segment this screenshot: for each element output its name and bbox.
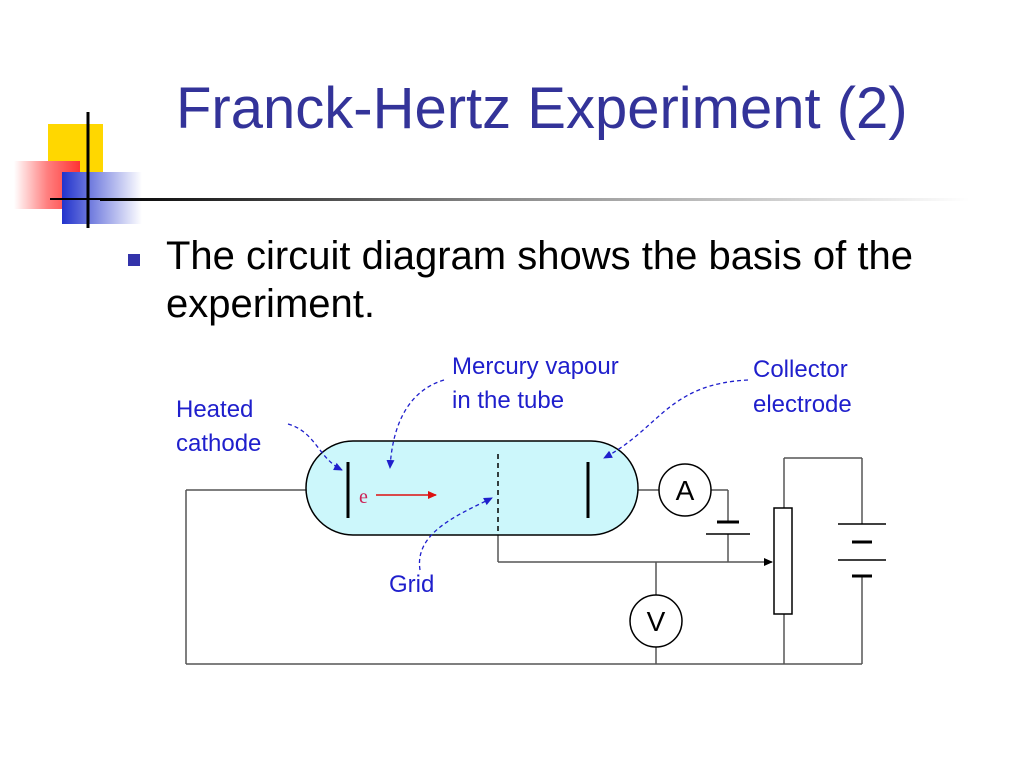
electron-label: e [359,486,368,508]
label-collector-line2: electrode [753,391,852,418]
label-collector-line1: Collector [753,356,848,383]
ammeter [658,463,712,517]
bullet-text: The circuit diagram shows the basis of t… [166,234,914,326]
label-mercury-vapour-line2: in the tube [452,387,564,414]
label-grid: Grid [389,571,434,598]
slide-title: Franck-Hertz Experiment (2) [176,76,908,141]
label-heated-cathode-line2: cathode [176,430,261,457]
label-heated-cathode-line1: Heated [176,396,253,423]
bullet-square-icon [128,254,140,266]
pointer-collector [603,379,749,459]
title-underline [100,198,970,201]
label-mercury-vapour-line1: Mercury vapour [452,353,619,380]
voltmeter-label: V [647,606,666,637]
pointer-mercury-vapour [386,379,445,469]
voltmeter [629,594,683,648]
rheostat [773,507,793,615]
pointer-grid [418,497,493,571]
pointer-heated-cathode [287,423,343,471]
ammeter-label: A [676,475,695,506]
